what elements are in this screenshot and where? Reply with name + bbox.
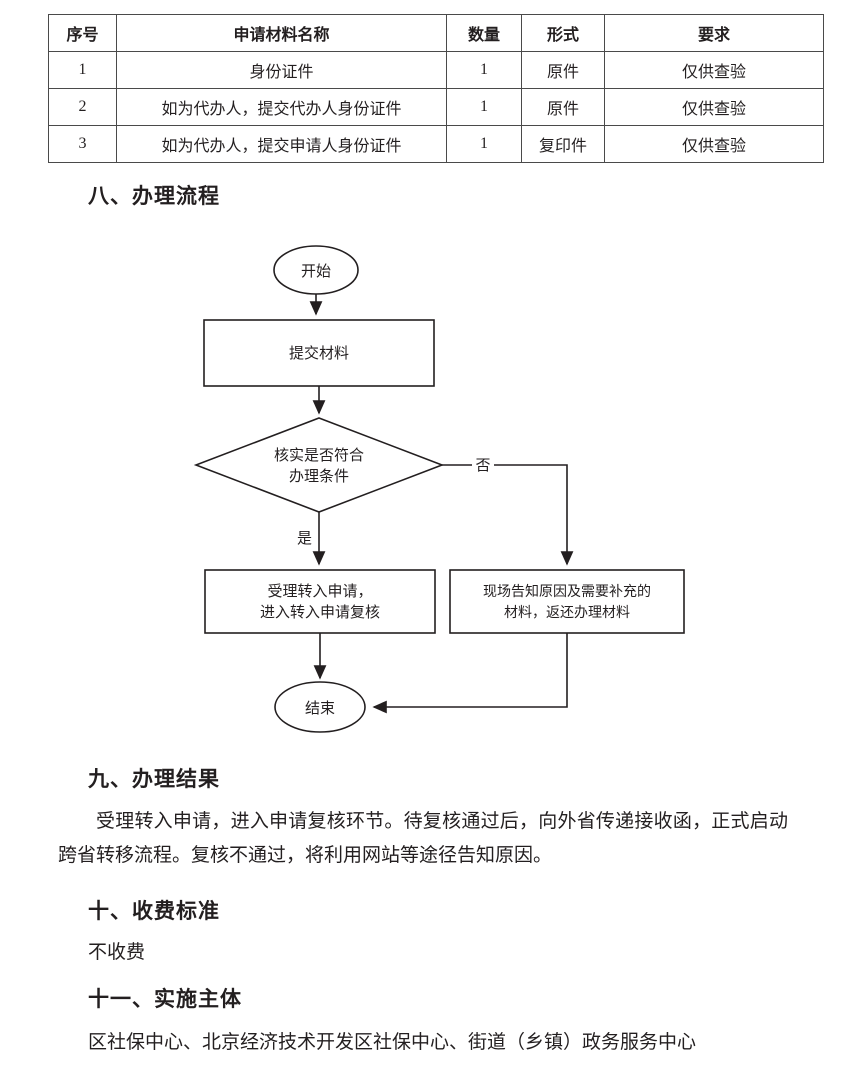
cell-req: 仅供查验 bbox=[604, 51, 824, 89]
table-header-row: 序号 申请材料名称 数量 形式 要求 bbox=[48, 14, 824, 52]
cell-name: 如为代办人，提交申请人身份证件 bbox=[116, 125, 447, 163]
section-heading-fee: 十、收费标准 bbox=[88, 900, 220, 923]
cell-no: 2 bbox=[48, 88, 117, 126]
flow-node-reject-label-line2: 材料，返还办理材料 bbox=[504, 605, 630, 621]
flow-edge-label-no-bg bbox=[472, 456, 494, 474]
table-row: 2 如为代办人，提交代办人身份证件 1 原件 仅供查验 bbox=[48, 88, 824, 126]
column-header-qty: 数量 bbox=[446, 14, 522, 52]
section-body-entity: 区社保中心、北京经济技术开发区社保中心、街道（乡镇）政务服务中心 bbox=[88, 1032, 697, 1053]
column-header-name: 申请材料名称 bbox=[116, 14, 447, 52]
cell-no: 3 bbox=[48, 125, 117, 163]
flow-node-submit bbox=[203, 319, 435, 387]
application-materials-table: 序号 申请材料名称 数量 形式 要求 1 身份证件 1 原件 仅供查验 2 如为… bbox=[48, 14, 824, 163]
table-header: 序号 申请材料名称 数量 形式 要求 bbox=[48, 14, 824, 52]
cell-req: 仅供查验 bbox=[604, 125, 824, 163]
flow-edge-label-yes: 是 bbox=[297, 531, 312, 547]
flow-node-accept-label-line1: 受理转入申请， bbox=[267, 583, 372, 600]
flow-node-decision bbox=[193, 417, 445, 513]
flow-node-reject bbox=[449, 569, 685, 634]
cell-form: 复印件 bbox=[521, 125, 605, 163]
flow-node-end bbox=[274, 681, 366, 733]
cell-qty: 1 bbox=[446, 51, 522, 89]
column-header-no: 序号 bbox=[48, 14, 117, 52]
table-body: 1 身份证件 1 原件 仅供查验 2 如为代办人，提交代办人身份证件 1 原件 … bbox=[48, 51, 824, 163]
flow-node-decision-label-line1: 核实是否符合 bbox=[274, 447, 364, 464]
flow-node-end-label: 结束 bbox=[305, 700, 335, 717]
cell-req: 仅供查验 bbox=[604, 88, 824, 126]
table-row: 3 如为代办人，提交申请人身份证件 1 复印件 仅供查验 bbox=[48, 125, 824, 163]
flow-node-start-label: 开始 bbox=[301, 263, 331, 280]
cell-qty: 1 bbox=[446, 88, 522, 126]
flow-node-accept bbox=[204, 569, 436, 634]
cell-form: 原件 bbox=[521, 51, 605, 89]
flow-node-accept-label-line2: 进入转入申请复核 bbox=[260, 603, 380, 621]
flow-node-submit-label: 提交材料 bbox=[289, 344, 349, 362]
section-heading-entity: 十一、实施主体 bbox=[88, 988, 242, 1011]
flow-edge-reject-to-end bbox=[372, 633, 568, 714]
column-header-req: 要求 bbox=[604, 14, 824, 52]
section-heading-result: 九、办理结果 bbox=[88, 768, 220, 791]
cell-no: 1 bbox=[48, 51, 117, 89]
column-header-form: 形式 bbox=[521, 14, 605, 52]
section-heading-flow: 八、办理流程 bbox=[88, 185, 220, 208]
flow-edge-no bbox=[442, 464, 574, 566]
processing-flowchart: 开始 提交材料 核实是否符合 办理条件 是 否 受理转入申请， 进入转入申请复核… bbox=[0, 230, 854, 750]
flow-edge-label-no: 否 bbox=[475, 458, 490, 474]
flow-node-reject-label-line1: 现场告知原因及需要补充的 bbox=[483, 583, 651, 600]
section-body-result: 受理转入申请，进入申请复核环节。待复核通过后，向外省传递接收函，正式启动跨省转移… bbox=[58, 811, 788, 866]
cell-qty: 1 bbox=[446, 125, 522, 163]
cell-name: 身份证件 bbox=[116, 51, 447, 89]
table-row: 1 身份证件 1 原件 仅供查验 bbox=[48, 51, 824, 89]
section-body-fee: 不收费 bbox=[88, 942, 146, 963]
flow-node-decision-label-line2: 办理条件 bbox=[289, 468, 349, 485]
cell-name: 如为代办人，提交代办人身份证件 bbox=[116, 88, 447, 126]
materials-table: 序号 申请材料名称 数量 形式 要求 1 身份证件 1 原件 仅供查验 2 如为… bbox=[48, 14, 824, 163]
cell-form: 原件 bbox=[521, 88, 605, 126]
